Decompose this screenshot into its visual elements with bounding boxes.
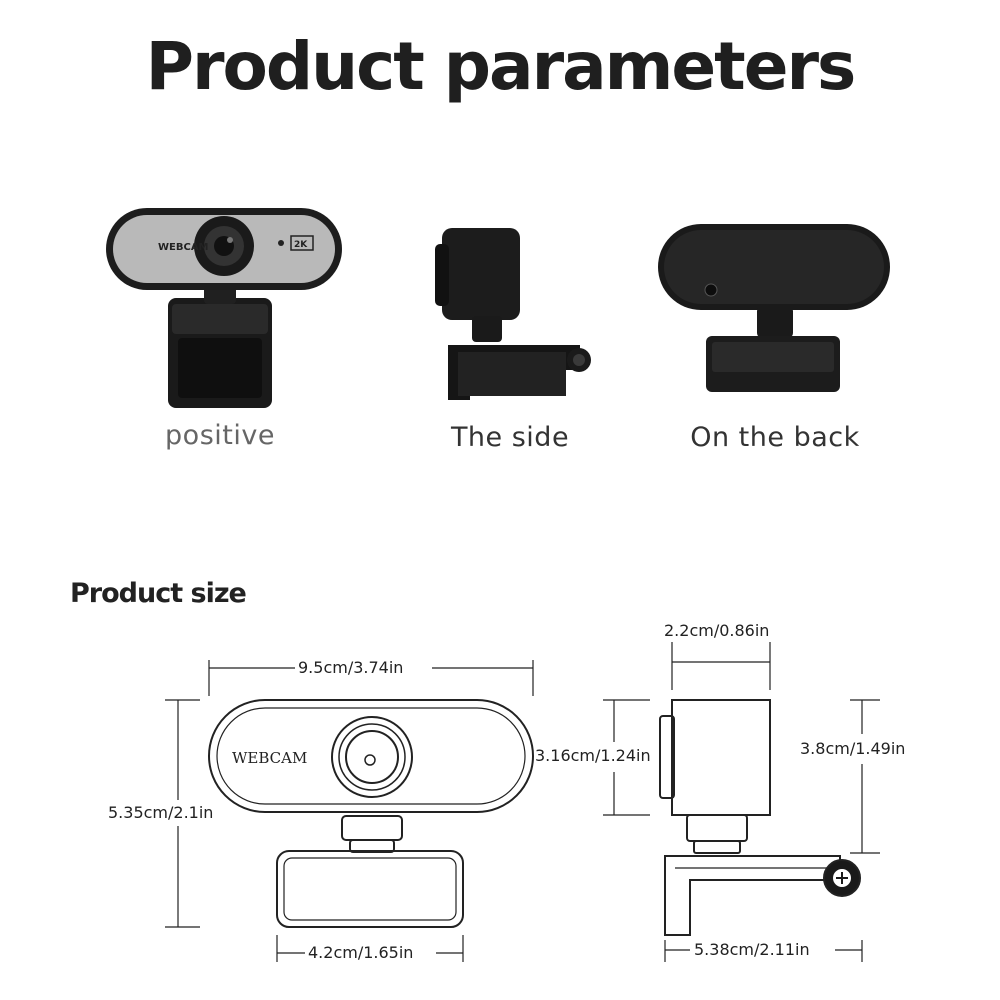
webcam-side-photo xyxy=(435,228,591,400)
front-height-label: 5.35cm/2.1in xyxy=(108,803,214,822)
side-body-height-label: 3.16cm/1.24in xyxy=(535,746,651,765)
side-depth-label: 2.2cm/0.86in xyxy=(664,621,770,640)
back-view-label: On the back xyxy=(690,422,860,453)
front-width-label: 9.5cm/3.74in xyxy=(298,658,404,677)
webcam-back-photo xyxy=(658,224,890,392)
page-title: Product parameters xyxy=(145,28,857,105)
drawing-webcam-label: WEBCAM xyxy=(232,749,307,767)
side-total-height-label: 3.8cm/1.49in xyxy=(800,739,906,758)
section-title: Product size xyxy=(70,578,247,609)
side-base-width-label: 5.38cm/2.11in xyxy=(694,940,810,959)
side-view-label: The side xyxy=(450,422,570,453)
front-view-label: positive xyxy=(165,420,275,451)
front-base-width-label: 4.2cm/1.65in xyxy=(308,943,414,962)
webcam-front-text: WEBCAM xyxy=(158,242,209,253)
webcam-badge: 2K xyxy=(294,240,308,250)
webcam-front-photo xyxy=(106,208,342,408)
